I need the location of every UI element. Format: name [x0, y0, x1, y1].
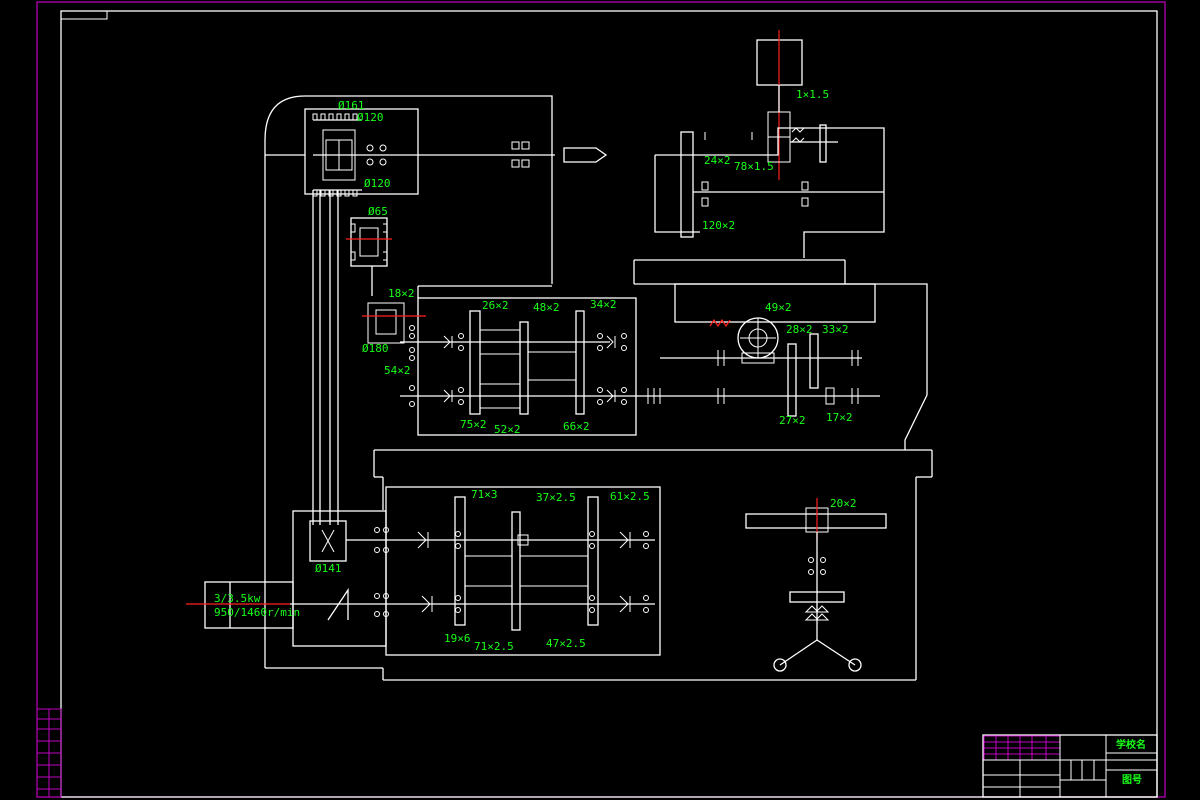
gear-49x2-label: 49×2 [765, 301, 792, 314]
headstock-housing [264, 95, 933, 681]
gear-66x2-label: 66×2 [563, 420, 590, 433]
title-block [982, 734, 1158, 798]
pulley-d161-label: Ø161 [338, 99, 365, 112]
motor-speed-label: 950/1460r/min [214, 606, 300, 619]
pulley-d120-top-label: Ø120 [357, 111, 384, 124]
gear-28x2-label: 28×2 [786, 323, 813, 336]
pulley-d141-label: Ø141 [315, 562, 342, 575]
gear-54x2-label: 54×2 [384, 364, 411, 377]
work-table [745, 498, 887, 672]
gear-17x2-label: 17×2 [826, 411, 853, 424]
gear-47x2-5-label: 47×2.5 [546, 637, 586, 650]
pulley-d120-bottom-label: Ø120 [364, 177, 391, 190]
gear-18x2-label: 18×2 [388, 287, 415, 300]
drawing-number-label: 图号 [1122, 774, 1142, 786]
bearings-lower [374, 527, 649, 617]
gear-26x2-label: 26×2 [482, 299, 509, 312]
labels: Ø161 Ø120 Ø120 Ø65 Ø180 Ø141 18×2 26×2 4… [214, 88, 1146, 786]
gear-120x2-label: 120×2 [702, 219, 735, 232]
bearings-mid [409, 325, 627, 407]
school-name-label: 学校名 [1116, 738, 1146, 751]
gearbox-lower [290, 486, 661, 656]
gear-71x3-label: 71×3 [471, 488, 498, 501]
pulley-65 [346, 217, 392, 296]
gear-34x2-label: 34×2 [590, 298, 617, 311]
gear-1x1-5-label: 1×1.5 [796, 88, 829, 101]
gear-20x2-label: 20×2 [830, 497, 857, 510]
gear-24x2-label: 24×2 [704, 154, 731, 167]
drawing-frame [36, 1, 1166, 798]
feed-box [633, 259, 928, 450]
pulley-d65-label: Ø65 [368, 205, 388, 218]
spindle-box [265, 108, 608, 525]
gear-78x1-5-label: 78×1.5 [734, 160, 774, 173]
gear-37x2-5-label: 37×2.5 [536, 491, 576, 504]
motor-power-label: 3/3.5kw [214, 592, 261, 605]
gear-27x2-label: 27×2 [779, 414, 806, 427]
motor [186, 581, 294, 629]
gearbox-middle [362, 285, 880, 436]
gear-75x2-label: 75×2 [460, 418, 487, 431]
side-strip [36, 708, 62, 798]
gear-33x2-label: 33×2 [822, 323, 849, 336]
pulley-d180-label: Ø180 [362, 342, 389, 355]
gear-52x2-label: 52×2 [494, 423, 521, 436]
gear-19x6-label: 19×6 [444, 632, 471, 645]
vertical-head [654, 30, 885, 258]
gear-61x2-5-label: 61×2.5 [610, 490, 650, 503]
gear-48x2-label: 48×2 [533, 301, 560, 314]
gear-71x2-5-label: 71×2.5 [474, 640, 514, 653]
